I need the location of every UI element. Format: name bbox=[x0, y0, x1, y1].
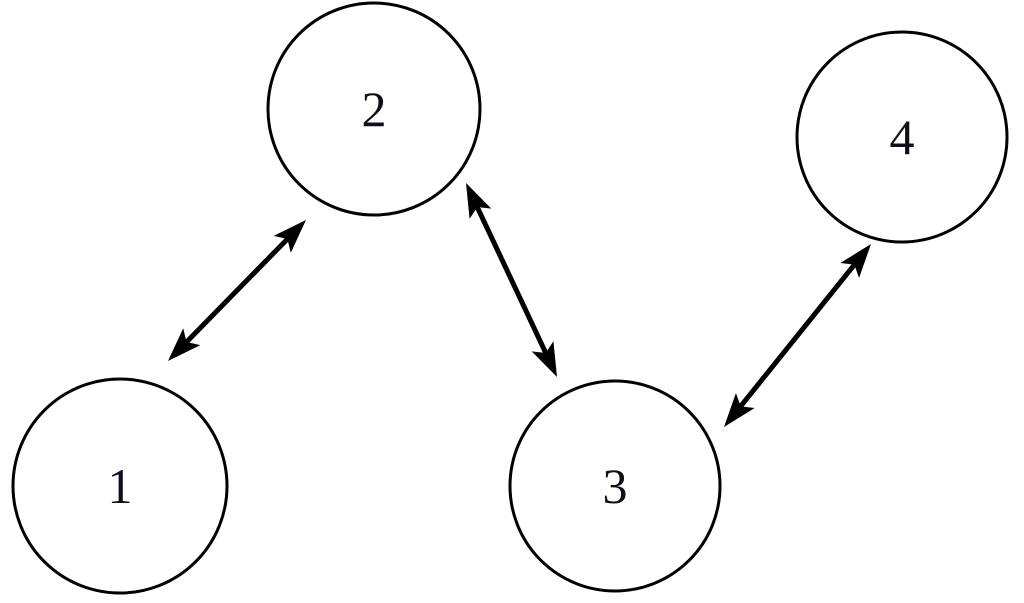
arrowhead-toward-4 bbox=[840, 244, 871, 279]
node-circle-2[interactable] bbox=[266, 1, 482, 217]
edges-layer bbox=[168, 183, 871, 427]
node-4[interactable]: 4 bbox=[795, 30, 1009, 244]
node-3[interactable]: 3 bbox=[508, 379, 722, 593]
edge-2-3[interactable] bbox=[466, 183, 557, 377]
node-label-2: 2 bbox=[362, 81, 387, 137]
node-label-3: 3 bbox=[603, 458, 628, 514]
node-circle-1[interactable] bbox=[11, 377, 229, 595]
node-2[interactable]: 2 bbox=[266, 1, 482, 217]
edge-line bbox=[738, 263, 857, 408]
edge-line bbox=[184, 237, 290, 344]
arrowhead-toward-1 bbox=[168, 328, 201, 361]
arrowhead-toward-3 bbox=[531, 341, 557, 377]
node-circle-3[interactable] bbox=[508, 379, 722, 593]
node-label-4: 4 bbox=[890, 109, 915, 165]
arrowhead-toward-2 bbox=[273, 220, 306, 253]
node-1[interactable]: 1 bbox=[11, 377, 229, 595]
nodes-layer: 1 2 3 4 bbox=[11, 1, 1009, 595]
arrowhead-toward-2 bbox=[466, 183, 492, 219]
arrowhead-toward-3 bbox=[724, 392, 755, 427]
node-label-1: 1 bbox=[108, 458, 133, 514]
edge-3-4[interactable] bbox=[724, 244, 871, 427]
node-circle-4[interactable] bbox=[795, 30, 1009, 244]
edge-line bbox=[474, 205, 549, 355]
edge-1-2[interactable] bbox=[168, 220, 306, 361]
